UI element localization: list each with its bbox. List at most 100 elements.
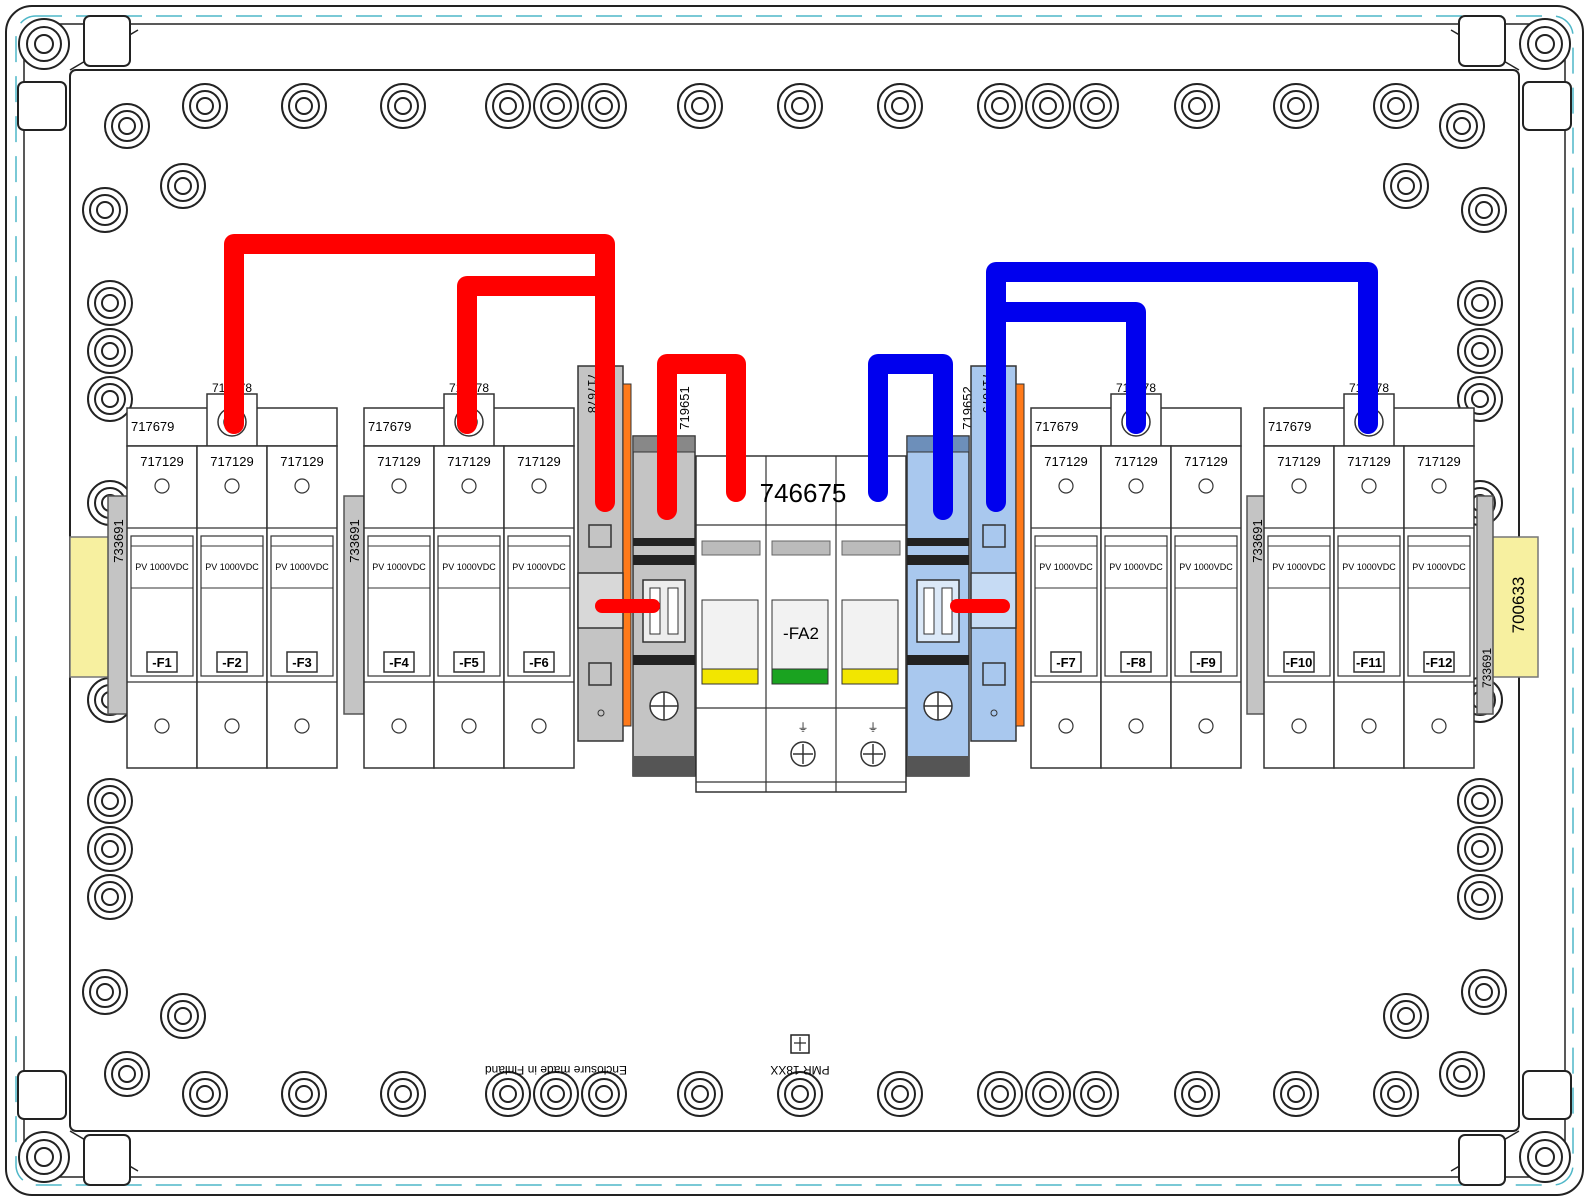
screw-hole-icon [1431,718,1447,734]
fuse-label-box [1050,651,1082,673]
fuse-label: -F3 [292,655,312,670]
indicator-hole-icon [224,478,240,494]
fuse-holder: 717129 PV 1000VDC -F9 [1170,445,1242,769]
screw-hole-icon [1128,718,1144,734]
fuse-rating: PV 1000VDC [135,562,189,572]
fuse-label-box [453,651,485,673]
fuse-label-box [1120,651,1152,673]
indicator-window [701,668,759,685]
screw-hole-icon [154,718,170,734]
end-stops: 733691 733691 733691 733691 [107,495,1494,715]
negative-wire [868,354,953,520]
indicator-hole-icon [1198,478,1214,494]
fuse-label-box [1283,651,1315,673]
right-terminals: 719652 717679 [906,365,1025,777]
fuse-label-box [1423,651,1455,673]
fuse-holder: 717129 PV 1000VDC -F12 [1403,445,1475,769]
fuse-label: -F6 [529,655,549,670]
indicator-hole-icon [461,478,477,494]
fuse-base-code: 717679 [368,419,411,434]
fuse-rating: PV 1000VDC [1342,562,1396,572]
indicator-hole-icon [391,478,407,494]
fuse-holder-code: 717129 [377,454,420,469]
fuse-holder-code: 717129 [517,454,560,469]
fuse-label: -F8 [1126,655,1146,670]
fuse-holder-code: 717129 [1347,454,1390,469]
indicator-hole-icon [154,478,170,494]
fuse-holder: 717129 PV 1000VDC -F1 [126,445,198,769]
negative-wire [986,262,1378,512]
fuse-holder-code: 717129 [1184,454,1227,469]
enclosure-markings: Enclosure made in Finland PMR 18XX [485,1034,830,1077]
screw-hole-icon [531,718,547,734]
fuse-label: -F9 [1196,655,1216,670]
screw-hole-icon [1291,718,1307,734]
fuse-label: -F2 [222,655,242,670]
corner-fixings [17,15,1572,1186]
fuse-label: -F7 [1056,655,1076,670]
left-terminal-code: 719651 [677,386,692,429]
din-rail-code: 700633 [1509,577,1528,634]
fuse-label: -F1 [152,655,172,670]
fuse-rating: PV 1000VDC [1039,562,1093,572]
earth-screw-icon [790,741,886,767]
fuse-label: -F4 [389,655,409,670]
fuse-rating: PV 1000VDC [372,562,426,572]
screw-hole-icon [1058,718,1074,734]
screw-hole-icon [1198,718,1214,734]
indicator-hole-icon [1431,478,1447,494]
fuse-base-code: 717679 [1268,419,1311,434]
end-stop-label: 733691 [1250,519,1265,562]
positive-wire [657,354,746,520]
fuse-label-box [1190,651,1222,673]
fuse-rating: PV 1000VDC [205,562,259,572]
indicator-hole-icon [1058,478,1074,494]
enclosure-model-text: PMR 18XX [770,1063,829,1077]
end-stop-label: 733691 [1480,648,1494,688]
fuse-rating: PV 1000VDC [442,562,496,572]
end-stop-label: 733691 [111,519,126,562]
indicator-hole-icon [294,478,310,494]
fuse-holder: 717129 PV 1000VDC -F11 [1333,445,1405,769]
surge-protector-code: 746675 [760,478,847,508]
fuse-label: -F12 [1426,655,1453,670]
surge-protector: 746675 -FA2 ⏚ ⏚ [695,455,907,793]
indicator-hole-icon [531,478,547,494]
fuse-base-code: 717679 [1035,419,1078,434]
fuse-label-box [146,651,178,673]
fuse-label: -F11 [1356,655,1382,670]
fuse-base-code: 717679 [131,419,174,434]
fuse-holder-code: 717129 [1417,454,1460,469]
fuse-holder-code: 717129 [280,454,323,469]
fuse-holder: 717129 PV 1000VDC -F7 [1030,445,1102,769]
fuse-label: -F10 [1286,655,1313,670]
fuse-carrier [437,535,501,677]
fuse-rating: PV 1000VDC [1412,562,1466,572]
fuse-holder: 717129 PV 1000VDC -F4 [363,445,435,769]
indicator-hole-icon [1291,478,1307,494]
fuse-holder-code: 717129 [1277,454,1320,469]
fuse-holder-code: 717129 [1044,454,1087,469]
positive-wire [224,234,615,512]
negative-wire [986,302,1146,434]
fuse-holder-code: 717129 [140,454,183,469]
fuse-label-box [216,651,248,673]
positive-wires [224,234,746,613]
screw-hole-icon [1361,718,1377,734]
screw-hole-icon [294,718,310,734]
fuse-rating: PV 1000VDC [1179,562,1233,572]
earth-symbol: ⏚ [868,721,879,734]
fuse-rating: PV 1000VDC [1109,562,1163,572]
fuse-holder-code: 717129 [1114,454,1157,469]
screw-hole-icon [461,718,477,734]
indicator-hole-icon [1361,478,1377,494]
